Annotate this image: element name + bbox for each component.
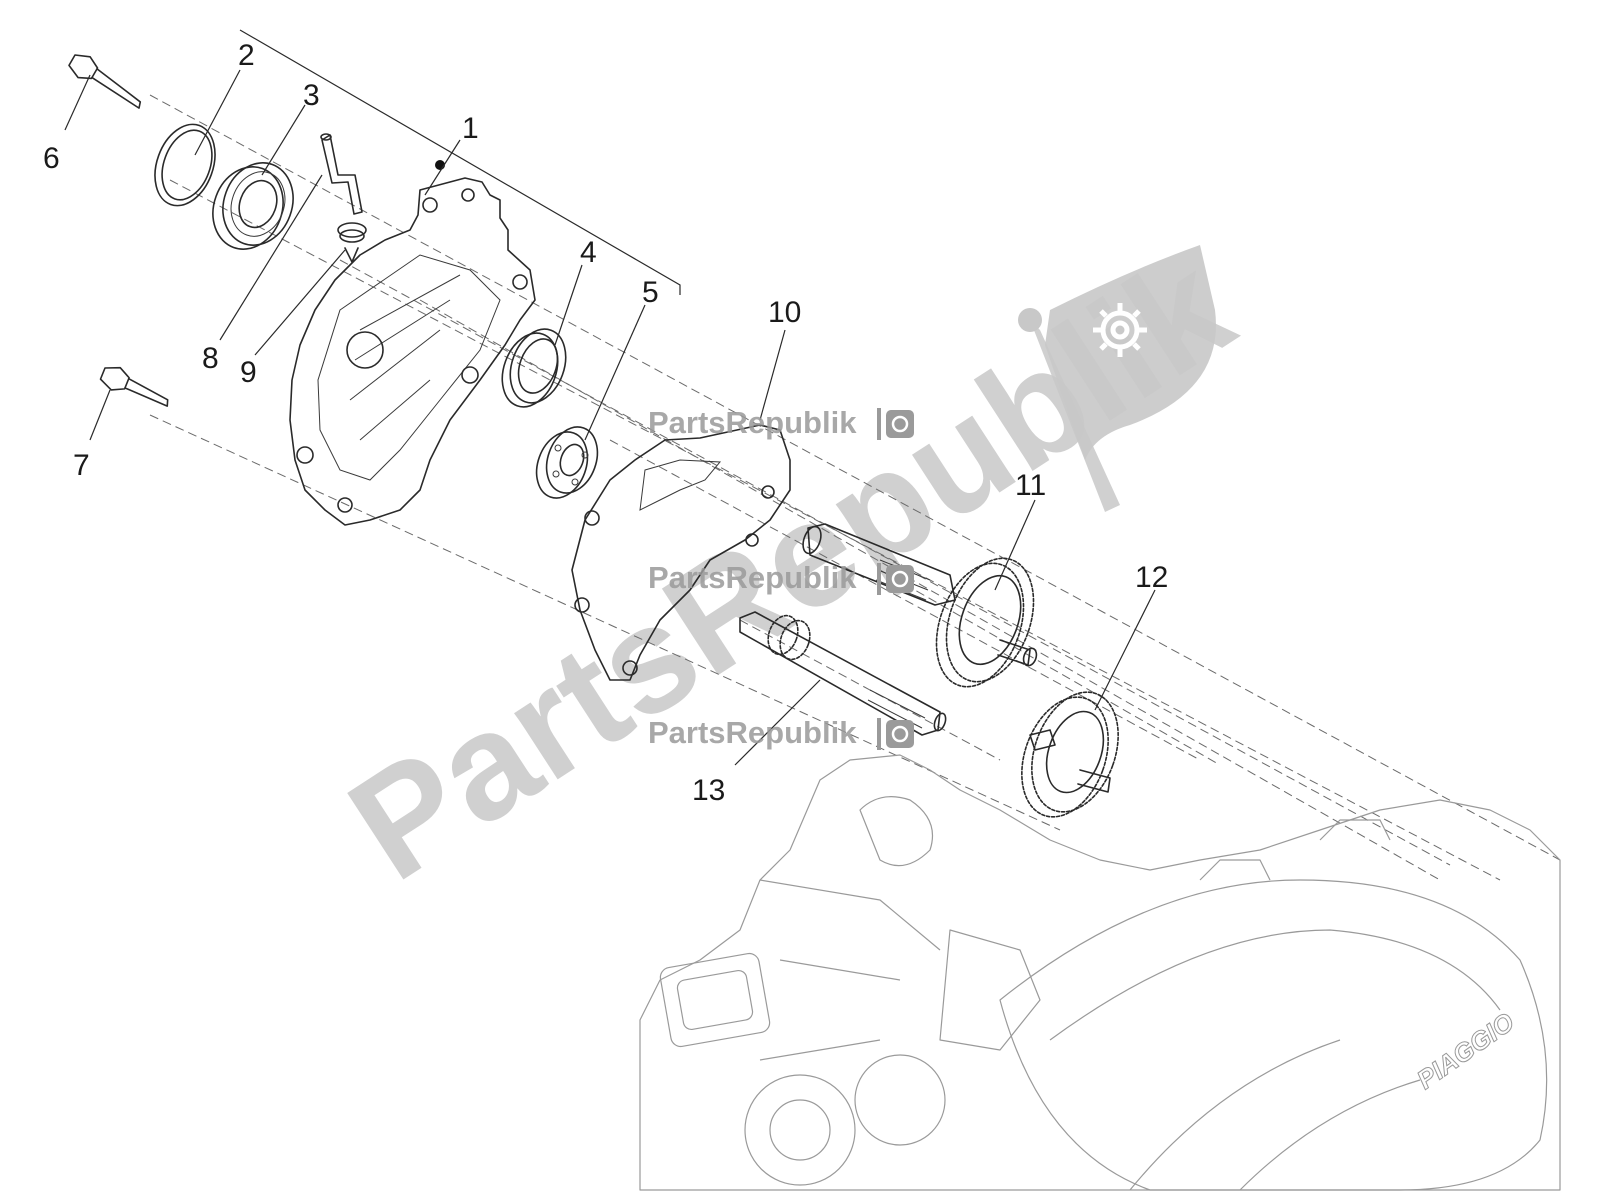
callout-6: 6 (43, 142, 60, 175)
flag-gear-logo (1018, 245, 1216, 512)
callout-10: 10 (768, 296, 801, 329)
callout-4: 4 (580, 236, 597, 269)
part-1-cover (289, 160, 536, 526)
part-2-circlip (154, 123, 216, 207)
gear-icon (886, 565, 914, 593)
watermark-small-text-1: PartsRepublik (648, 405, 857, 440)
part-6-bolt (68, 54, 142, 109)
part-8-breather-pipe (320, 133, 363, 215)
callout-13: 13 (692, 774, 725, 807)
callout-3: 3 (303, 79, 320, 112)
gear-icon (886, 410, 914, 438)
part-11-gear-shaft (802, 523, 1038, 688)
part-9-clamp (337, 222, 367, 263)
gear-icon (886, 720, 914, 748)
watermark-small-text-2: PartsRepublik (648, 560, 857, 595)
engine-assembly: PIAGGIO (639, 754, 1561, 1191)
watermark-small-1: PartsRepublik (648, 405, 914, 440)
part-12-gear (1021, 691, 1119, 818)
part-10-gasket (571, 424, 791, 681)
part-3-bearing (212, 162, 294, 250)
part-4-oil-seal (501, 328, 567, 408)
callout-labels: 1 2 3 4 5 6 7 8 9 10 11 12 13 (43, 39, 1168, 807)
callout-7: 7 (73, 449, 90, 482)
callout-2: 2 (238, 39, 255, 72)
leader-lines (64, 69, 1156, 766)
callout-1: 1 (462, 112, 479, 145)
callout-8: 8 (202, 342, 219, 375)
watermark-small-text-3: PartsRepublik (648, 715, 857, 750)
group-bracket (239, 29, 681, 295)
part-7-bolt (99, 366, 169, 407)
engine-brand-text: PIAGGIO (1411, 1007, 1519, 1095)
alignment-lines (149, 94, 1561, 881)
part-5-bearing (535, 426, 599, 499)
callout-5: 5 (642, 276, 659, 309)
callout-12: 12 (1135, 561, 1168, 594)
callout-9: 9 (240, 356, 257, 389)
watermark-small-2: PartsRepublik (648, 560, 914, 595)
watermark-small-3: PartsRepublik (648, 715, 914, 750)
callout-11: 11 (1015, 469, 1046, 502)
